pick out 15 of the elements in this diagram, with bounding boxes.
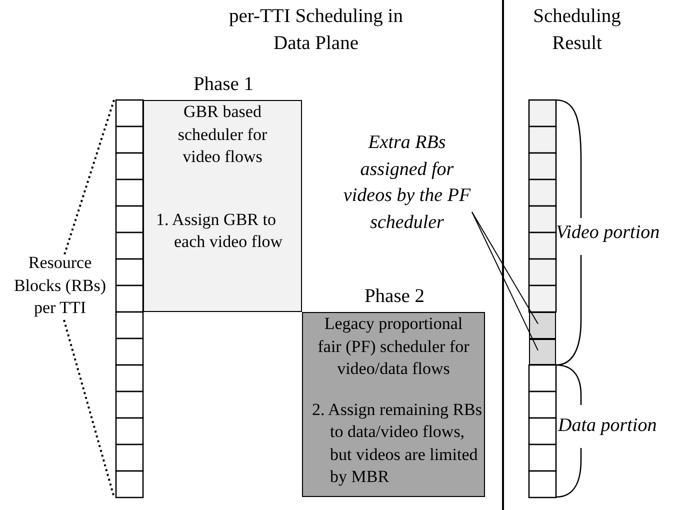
column-heading: Scheduling Result	[532, 5, 622, 56]
description-text: GBR based scheduler for video flows	[176, 101, 268, 168]
step-text: 2. Assign remaining RBs to data/video flows, but videos are limited by MBR	[312, 398, 482, 488]
column-heading: per-TTI Scheduling in Data Plane	[228, 5, 404, 56]
portion-label: Data portion	[558, 414, 658, 438]
step-text: 1. Assign GBR to each video flow	[156, 208, 284, 253]
portion-label: Video portion	[556, 221, 661, 245]
leader-line	[472, 212, 538, 351]
resource-block-cell	[529, 312, 556, 338]
leader-line	[472, 212, 538, 324]
bracket-label: Resource Blocks (RBs) per TTI	[12, 252, 108, 319]
resource-block-cell	[529, 338, 556, 365]
description-text: Legacy proportional fair (PF) scheduler for video/data flows	[316, 313, 470, 380]
phase-heading: Phase 1	[192, 73, 255, 97]
phase-heading: Phase 2	[363, 285, 426, 309]
